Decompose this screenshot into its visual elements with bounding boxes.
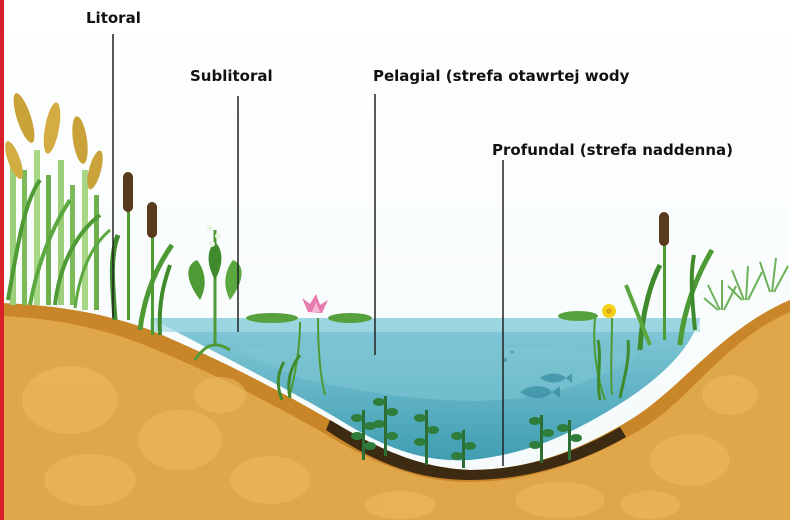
- sublitoral-label: Sublitoral: [190, 67, 273, 85]
- water-surface-band: [150, 318, 700, 332]
- pelagial-label: Pelagial (strefa otawrtej wody: [373, 67, 629, 85]
- litoral-label: Litoral: [86, 9, 141, 27]
- frame-edge: [0, 0, 4, 520]
- profundal-label: Profundal (strefa naddenna): [492, 141, 733, 159]
